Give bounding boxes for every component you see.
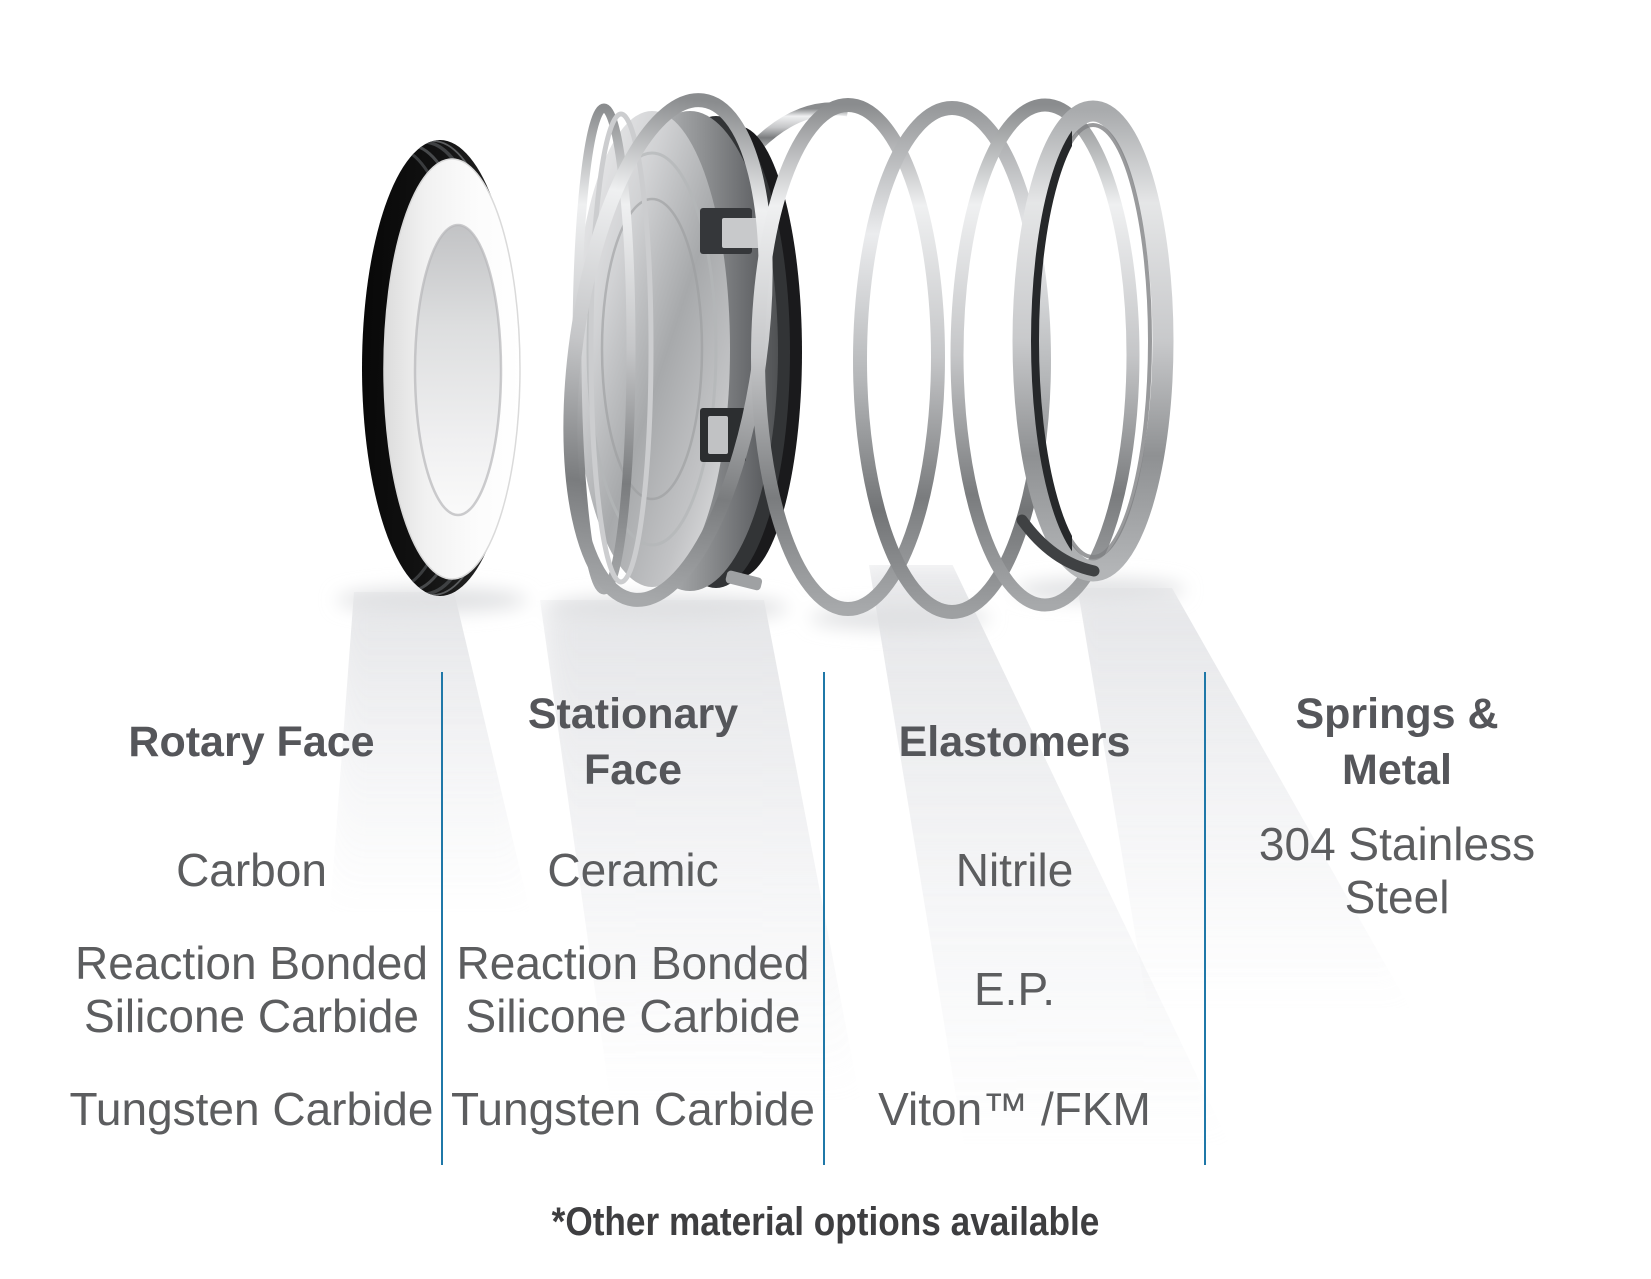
column-divider <box>1204 672 1206 1165</box>
material-item-rbsc-stationary: Reaction Bonded Silicone Carbide <box>456 936 810 1042</box>
material-item-nitrile: Nitrile <box>955 844 1074 897</box>
material-item-tungsten-rotary: Tungsten Carbide <box>69 1083 434 1136</box>
material-item-carbon: Carbon <box>176 844 327 897</box>
material-item-tungsten-stationary: Tungsten Carbide <box>451 1083 815 1136</box>
seal-head-photo <box>563 93 850 607</box>
footnote: *Other material options available <box>551 1199 1100 1244</box>
column-divider <box>441 672 443 1165</box>
column-header-rotary-face: Rotary Face <box>128 717 375 766</box>
material-item-304-stainless: 304 Stainless Steel <box>1258 817 1536 923</box>
material-item-ep: E.P. <box>974 963 1055 1016</box>
material-item-rbsc-rotary: Reaction Bonded Silicone Carbide <box>75 936 428 1042</box>
column-divider <box>823 672 825 1165</box>
material-item-ceramic: Ceramic <box>547 844 719 897</box>
metal-ring-photo <box>1012 100 1174 582</box>
column-header-elastomers: Elastomers <box>898 717 1131 766</box>
material-item-viton-fkm: Viton™ /FKM <box>878 1083 1151 1136</box>
spring-photo <box>751 98 1140 619</box>
seal-components-photo <box>337 93 1185 629</box>
rotary-face-ring-photo <box>362 140 521 596</box>
column-header-stationary-face: Stationary Face <box>527 689 739 794</box>
column-header-springs-metal: Springs & Metal <box>1295 689 1499 794</box>
